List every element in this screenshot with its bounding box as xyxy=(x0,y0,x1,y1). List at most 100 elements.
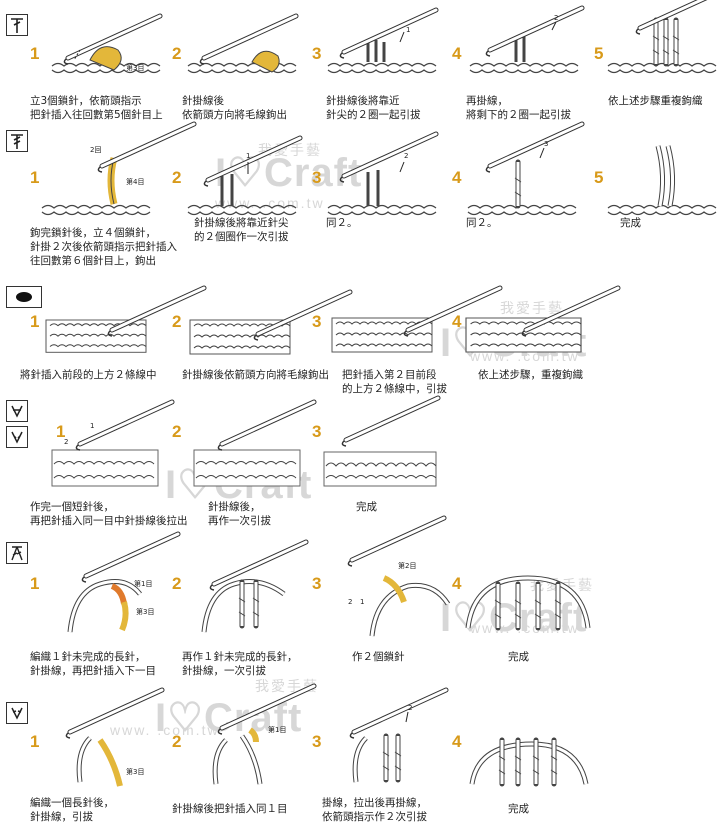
step-number: 4 xyxy=(452,44,462,63)
step-caption: 作完一個短針後， 再把針插入同一目中針掛線後拉出 xyxy=(30,501,188,527)
mark-label: 2 xyxy=(408,704,412,712)
step-3: 3 把針插入第２目前段 的上方２條線中，引拔 xyxy=(312,312,462,395)
step-number: 2 xyxy=(172,422,182,441)
step-illustration xyxy=(465,575,591,636)
step-4: 4 依上述步驟，重複鉤織 xyxy=(452,312,612,382)
step-caption: 針掛線後將靠近針尖 的２個圈作一次引拔 xyxy=(194,217,289,243)
mark-label: 第1目 xyxy=(134,579,152,588)
step-3: 3 第2目 2 1 作２個鎖針 xyxy=(312,574,462,680)
step-number: 1 xyxy=(30,574,40,593)
step-1: 1 將針插入前段的上方２條線中 xyxy=(20,312,180,382)
mark-label: 2 xyxy=(554,14,558,22)
step-illustration xyxy=(193,420,316,487)
treble-symbol-icon xyxy=(6,14,28,36)
step-caption: 針掛線後依箭頭方向將毛線鉤出 xyxy=(182,369,329,381)
dc-increase-symbol-icon xyxy=(6,702,28,724)
mark-label: 1 xyxy=(246,152,250,160)
step-caption: 依上述步驟，重複鉤織 xyxy=(478,369,583,381)
step-illustration: 1 2 xyxy=(51,420,180,487)
step-illustration: 2回 第4目 xyxy=(41,146,166,216)
step-3: 3 1 針掛線後將靠近 針尖的２圈一起引拔 xyxy=(312,44,452,121)
step-number: 2 xyxy=(172,168,182,187)
step-2: 2 1 針掛線後將靠近針尖 的２個圈作一次引拔 xyxy=(172,168,322,268)
step-3: 3 2 同２。 xyxy=(312,168,452,268)
mark-label: 3 xyxy=(544,140,548,148)
step-illustration: 2 xyxy=(326,702,466,782)
step-caption: 鉤完鎖針後，立４個鎖針， 針掛２次後依箭頭指示把針插入 往回數第６個針目上，鉤出 xyxy=(30,227,177,267)
step-caption: 完成 xyxy=(508,651,529,663)
step-number: 3 xyxy=(312,574,322,593)
step-illustration xyxy=(323,420,448,487)
step-5: 5 完成 xyxy=(594,145,720,268)
step-1: 1 第3目 編織一個長針後， 針掛線，引拔 xyxy=(30,732,180,830)
step-number: 2 xyxy=(172,312,182,331)
step-caption: 作２個鎖針 xyxy=(352,651,405,663)
step-number: 5 xyxy=(594,44,604,63)
step-number: 5 xyxy=(594,168,604,187)
mark-label: 第3目 xyxy=(126,63,144,72)
mark-label: 1 xyxy=(406,26,410,34)
mark-label: 2回 xyxy=(90,146,101,154)
mark-label: 第2目 xyxy=(398,561,416,570)
step-number: 1 xyxy=(30,312,40,331)
step-illustration: 3 xyxy=(467,136,592,216)
step-illustration: 2 xyxy=(469,14,604,74)
step-2: 2 針掛線後 依箭頭方向將毛線鉤出 xyxy=(172,44,312,121)
step-5: 5 依上述步驟重複鉤織 xyxy=(594,44,720,120)
step-illustration xyxy=(187,36,322,74)
step-illustration: 1 xyxy=(187,146,312,216)
step-caption: 立3個鎖針，依箭頭指示 把針插入往回數第5個針目上 xyxy=(30,95,163,121)
step-illustration xyxy=(331,318,472,353)
section-slip-stitch: 1 將針插入前段的上方２條線中 2 針掛線後依箭頭方向將毛線鉤出 3 把針插入第… xyxy=(0,282,720,395)
section-treble: 1 第3目 立3個鎖針，依箭頭指示 把針插入往回數第5個針目上 2 針掛線後 依… xyxy=(0,8,720,121)
step-illustration xyxy=(465,318,606,353)
step-2: 2 再作１針未完成的長針， 針掛線，一次引拔 xyxy=(172,574,322,680)
step-number: 2 xyxy=(172,44,182,63)
step-caption: 再作１針未完成的長針， 針掛線，一次引拔 xyxy=(182,651,298,677)
step-1: 1 2回 第4目 鉤完鎖針後，立４個鎖針， 針掛２次後依箭頭指示把針插入 往回數… xyxy=(30,168,180,268)
step-caption: 掛線，拉出後再掛線， 依箭頭指示作２次引拔 xyxy=(322,797,427,823)
step-4: 4 完成 xyxy=(452,574,612,680)
step-1: 1 第1目 第3目 編織１針未完成的長針， 針掛線，再把針插入下一目 xyxy=(30,574,180,680)
step-caption: 完成 xyxy=(508,803,529,815)
step-4: 4 3 同２。 xyxy=(452,168,592,268)
step-number: 2 xyxy=(172,732,182,751)
step-caption: 針掛線後將靠近 針尖的２圈一起引拔 xyxy=(326,95,421,121)
step-number: 4 xyxy=(452,574,462,593)
step-number: 3 xyxy=(312,168,322,187)
step-number: 3 xyxy=(312,312,322,331)
step-1: 1 第3目 立3個鎖針，依箭頭指示 把針插入往回數第5個針目上 xyxy=(30,44,170,121)
step-caption: 依上述步驟重複鉤織 xyxy=(608,95,703,107)
section-dc-decrease: 1 第1目 第3目 編織１針未完成的長針， 針掛線，再把針插入下一目 2 再作１… xyxy=(0,540,720,680)
step-caption: 針掛線後， 再作一次引拔 xyxy=(208,501,271,527)
step-illustration: 第1目 xyxy=(212,714,326,785)
mark-label: 第3目 xyxy=(136,607,154,616)
step-number: 1 xyxy=(30,732,40,751)
step-caption: 針掛線後 依箭頭方向將毛線鉤出 xyxy=(182,95,287,121)
step-illustration: 第3目 xyxy=(40,714,180,787)
step-caption: 完成 xyxy=(356,501,377,513)
step-illustration xyxy=(201,556,324,633)
step-number: 1 xyxy=(30,44,40,63)
step-3: 3 完成 xyxy=(312,422,462,530)
step-caption: 完成 xyxy=(620,217,641,229)
step-number: 3 xyxy=(312,732,322,751)
step-illustration: 第1目 第3目 xyxy=(67,556,180,633)
sc-increase-symbol-alt-icon xyxy=(6,426,28,448)
step-caption: 編織一個長針後， 針掛線，引拔 xyxy=(30,797,114,823)
section-double-treble: 1 2回 第4目 鉤完鎖針後，立４個鎖針， 針掛２次後依箭頭指示把針插入 往回數… xyxy=(0,128,720,268)
step-number: 2 xyxy=(172,574,182,593)
step-number: 4 xyxy=(452,168,462,187)
step-illustration xyxy=(607,8,720,74)
step-caption: 將針插入前段的上方２條線中 xyxy=(20,369,157,381)
step-4: 4 2 再掛線， 將剩下的２圈一起引拔 xyxy=(452,44,592,121)
sc-increase-symbol-icon xyxy=(6,400,28,422)
slip-stitch-symbol-icon xyxy=(6,286,42,308)
step-caption: 同２。 xyxy=(466,217,498,229)
double-treble-symbol-icon xyxy=(6,130,28,152)
mark-label: 2 xyxy=(64,438,68,446)
step-2: 2 針掛線後， 再作一次引拔 xyxy=(172,422,322,530)
step-illustration: 第2目 2 1 xyxy=(328,552,451,637)
step-caption: 編織１針未完成的長針， 針掛線，再把針插入下一目 xyxy=(30,651,156,677)
step-illustration: 2 xyxy=(327,146,452,216)
